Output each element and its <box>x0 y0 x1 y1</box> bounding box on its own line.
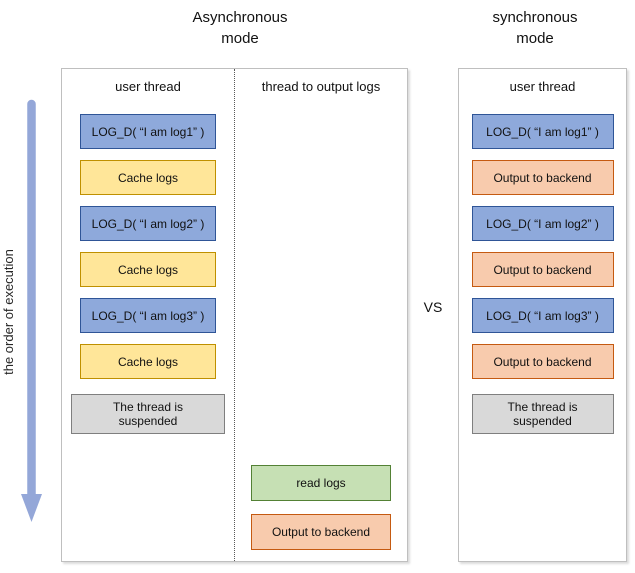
execution-order-label: the order of execution <box>1 249 16 375</box>
async-panel: user thread thread to output logs LOG_D(… <box>61 68 408 562</box>
log-call-box: LOG_D( “I am log1” ) <box>471 114 614 149</box>
down-arrow-icon <box>21 99 42 522</box>
async-output-thread-column: read logs Output to backend <box>234 465 408 550</box>
log-call-box: LOG_D( “I am log3” ) <box>471 298 614 333</box>
cache-logs-box: Cache logs <box>80 160 216 195</box>
output-backend-box: Output to backend <box>471 160 614 195</box>
cache-logs-box: Cache logs <box>80 344 216 379</box>
log-call-box: LOG_D( “I am log2” ) <box>80 206 216 241</box>
thread-suspended-box: The thread is suspended <box>471 394 614 434</box>
log-call-box: LOG_D( “I am log2” ) <box>471 206 614 241</box>
output-thread-header: thread to output logs <box>261 79 381 94</box>
output-backend-box: Output to backend <box>471 344 614 379</box>
log-call-box: LOG_D( “I am log1” ) <box>80 114 216 149</box>
sync-user-thread-column: LOG_D( “I am log1” ) Output to backend L… <box>459 114 626 434</box>
log-call-box: LOG_D( “I am log3” ) <box>80 298 216 333</box>
vs-label: VS <box>423 299 443 315</box>
thread-divider <box>234 69 235 561</box>
thread-suspended-box: The thread is suspended <box>71 394 225 434</box>
cache-logs-box: Cache logs <box>80 252 216 287</box>
arrow-head <box>21 494 42 522</box>
sync-mode-title: synchronous mode <box>492 9 578 47</box>
user-thread-header: user thread <box>509 79 576 94</box>
read-logs-box: read logs <box>251 465 391 501</box>
sync-panel: user thread LOG_D( “I am log1” ) Output … <box>458 68 627 562</box>
async-mode-title: Asynchronous mode <box>192 9 288 47</box>
user-thread-header: user thread <box>115 79 181 94</box>
output-backend-box: Output to backend <box>471 252 614 287</box>
async-user-thread-column: LOG_D( “I am log1” ) Cache logs LOG_D( “… <box>62 114 234 434</box>
output-backend-box: Output to backend <box>251 514 391 550</box>
